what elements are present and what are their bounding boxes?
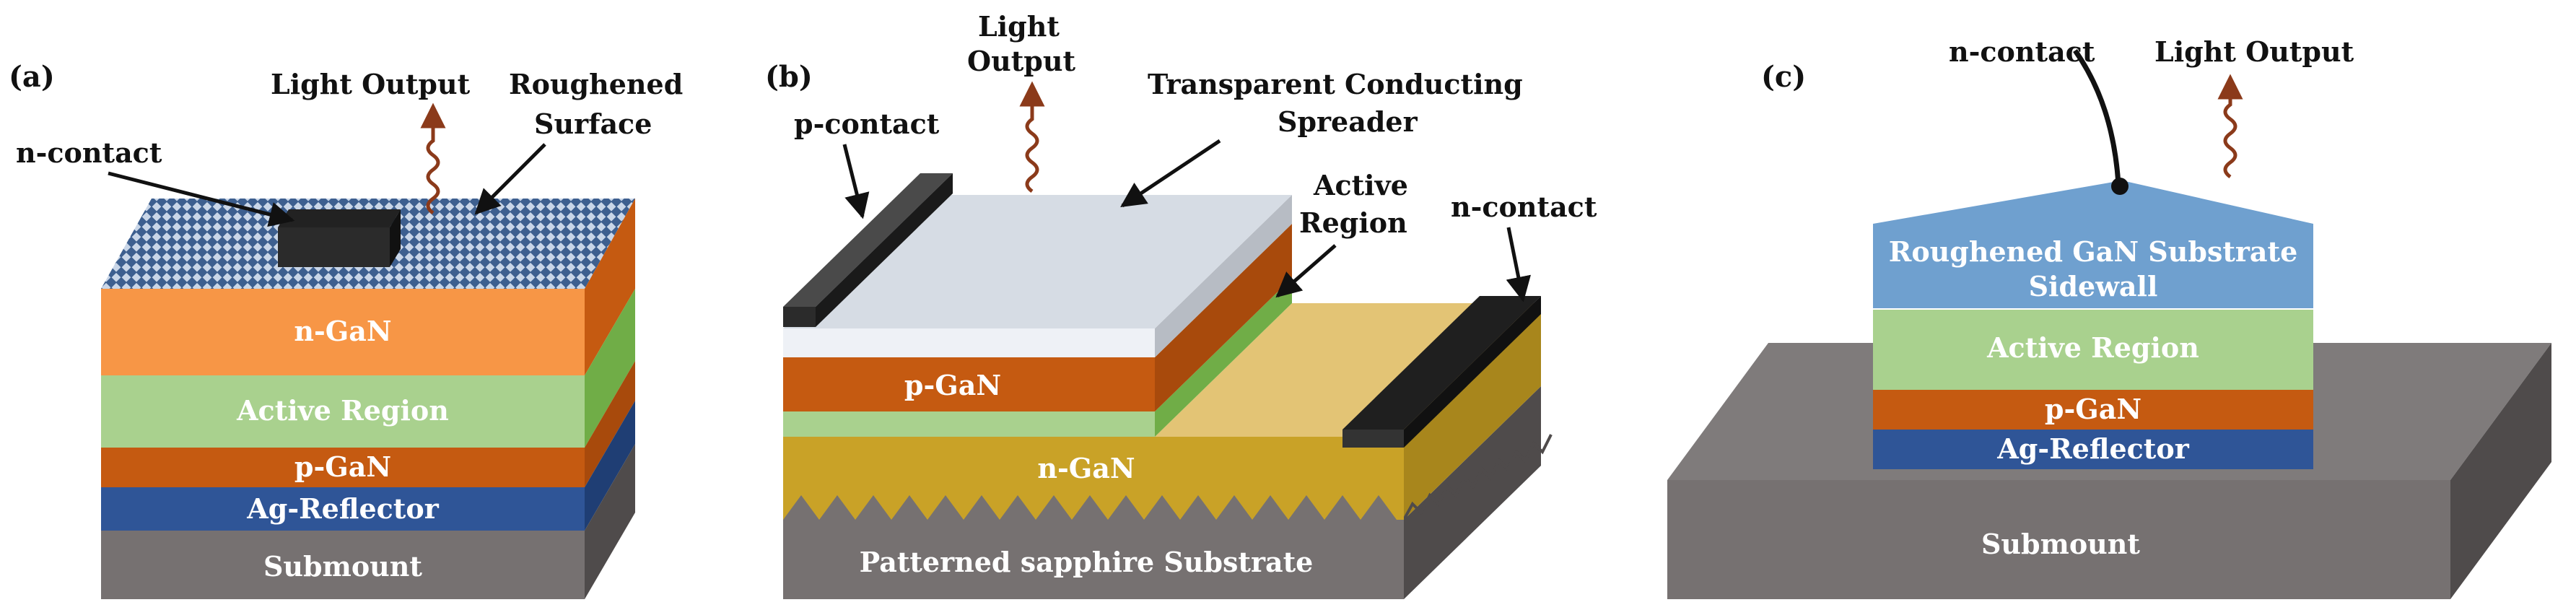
roughened-substrate-roof (1873, 180, 2313, 224)
p-contact-side (816, 173, 953, 327)
active-region-label-line1: Active (1313, 169, 1408, 201)
p-gan-side (1155, 224, 1292, 411)
n-contact-side (1404, 296, 1541, 448)
active-region-label: Active Region (236, 394, 449, 427)
n-gan-side (585, 199, 635, 375)
n-contact-pad-front (278, 227, 390, 267)
submount-front (1667, 480, 2450, 599)
roughened-surface-label-line2: Surface (534, 108, 652, 140)
n-gan-patterned-interface (783, 495, 1397, 520)
roughened-surface-label-line1: Roughened (509, 68, 683, 100)
ag-reflector-label: Ag-Reflector (246, 492, 439, 525)
n-contact-arrow (1506, 227, 1531, 302)
substrate-side (1404, 386, 1541, 599)
p-gan-label: p-GaN (2045, 393, 2141, 425)
spreader-arrow (1120, 139, 1221, 208)
n-gan-patterned-side-zigzag (1402, 434, 1553, 520)
submount-side (2450, 343, 2551, 599)
n-contact-label: n-contact (1949, 35, 2095, 68)
active-region-side (1155, 278, 1292, 437)
reflector-side (585, 401, 635, 531)
roughened-substrate-label-line2: Sidewall (2029, 270, 2158, 302)
n-contact-pad-top (278, 209, 401, 227)
light-output-label-line2: Output (967, 45, 1075, 77)
n-gan-layer (101, 289, 585, 375)
n-gan-top (783, 303, 1541, 437)
p-contact-top (783, 173, 953, 307)
n-contact-top (1342, 296, 1541, 430)
p-gan-layer (1873, 390, 2313, 430)
transparent-spreader-label-line1: Transparent Conducting (1148, 68, 1523, 100)
active-region-label-line2: Region (1299, 206, 1407, 239)
n-gan-label: n-GaN (1037, 452, 1135, 484)
n-contact-front (1342, 430, 1404, 448)
active-region-label: Active Region (1986, 331, 2199, 364)
light-output-wave-icon (2217, 74, 2243, 179)
light-output-label-line1: Light (978, 10, 1060, 43)
submount-label: Submount (263, 550, 422, 583)
n-contact-pad-side (390, 209, 401, 267)
ag-reflector-layer (101, 487, 585, 531)
spreader-side (1155, 195, 1292, 357)
light-output-wave-icon (1019, 81, 1045, 193)
p-gan-side (585, 361, 635, 487)
p-gan-label: p-GaN (294, 450, 391, 483)
panel-a-tag: (a) (9, 60, 55, 94)
substrate-label: Patterned sapphire Substrate (860, 546, 1314, 578)
active-region-layer (101, 375, 585, 448)
active-region-layer (1873, 309, 2313, 390)
n-contact-arrow (108, 171, 295, 227)
n-contact-label: n-contact (16, 136, 162, 169)
n-contact-wire (2073, 48, 2121, 185)
spreader-front (783, 328, 1155, 357)
n-contact-label: n-contact (1451, 191, 1597, 223)
panel-b-tag: (b) (765, 60, 813, 94)
p-contact-label: p-contact (794, 108, 940, 140)
light-output-label: Light Output (2154, 35, 2354, 68)
light-output-wave-icon (420, 103, 446, 215)
roughened-substrate-layer (1873, 224, 2313, 309)
roughened-surface-arrow (474, 143, 546, 215)
ag-reflector-layer (1873, 430, 2313, 469)
panel-b: (b) Patterned sapphire Substrate n-GaN p… (765, 10, 1597, 599)
p-gan-layer (101, 448, 585, 487)
active-region-arrow (1275, 244, 1337, 298)
panel-c: (c) Submount Roughened GaN Substrate Sid… (1667, 35, 2551, 599)
p-contact-front (783, 307, 816, 327)
p-contact-arrow (842, 144, 870, 219)
transparent-spreader-label-line2: Spreader (1278, 105, 1418, 138)
panel-c-tag: (c) (1761, 60, 1806, 94)
light-output-label: Light Output (271, 68, 471, 100)
active-region-layer (783, 411, 1155, 437)
n-contact-dot (2111, 178, 2129, 195)
p-gan-label: p-GaN (904, 369, 1001, 401)
n-gan-side (1404, 303, 1541, 520)
submount-label: Submount (1981, 528, 2140, 560)
substrate-layer (783, 520, 1404, 599)
ag-reflector-label: Ag-Reflector (1996, 432, 2189, 465)
submount-layer (101, 531, 585, 599)
submount-side (585, 444, 635, 599)
n-gan-label: n-GaN (294, 315, 391, 347)
panel-a: (a) n-GaN Active Region p-GaN Ag-Reflect… (9, 60, 683, 599)
roughened-substrate-label-line1: Roughened GaN Substrate (1889, 235, 2298, 268)
p-gan-layer (783, 357, 1155, 411)
active-side (585, 289, 635, 448)
